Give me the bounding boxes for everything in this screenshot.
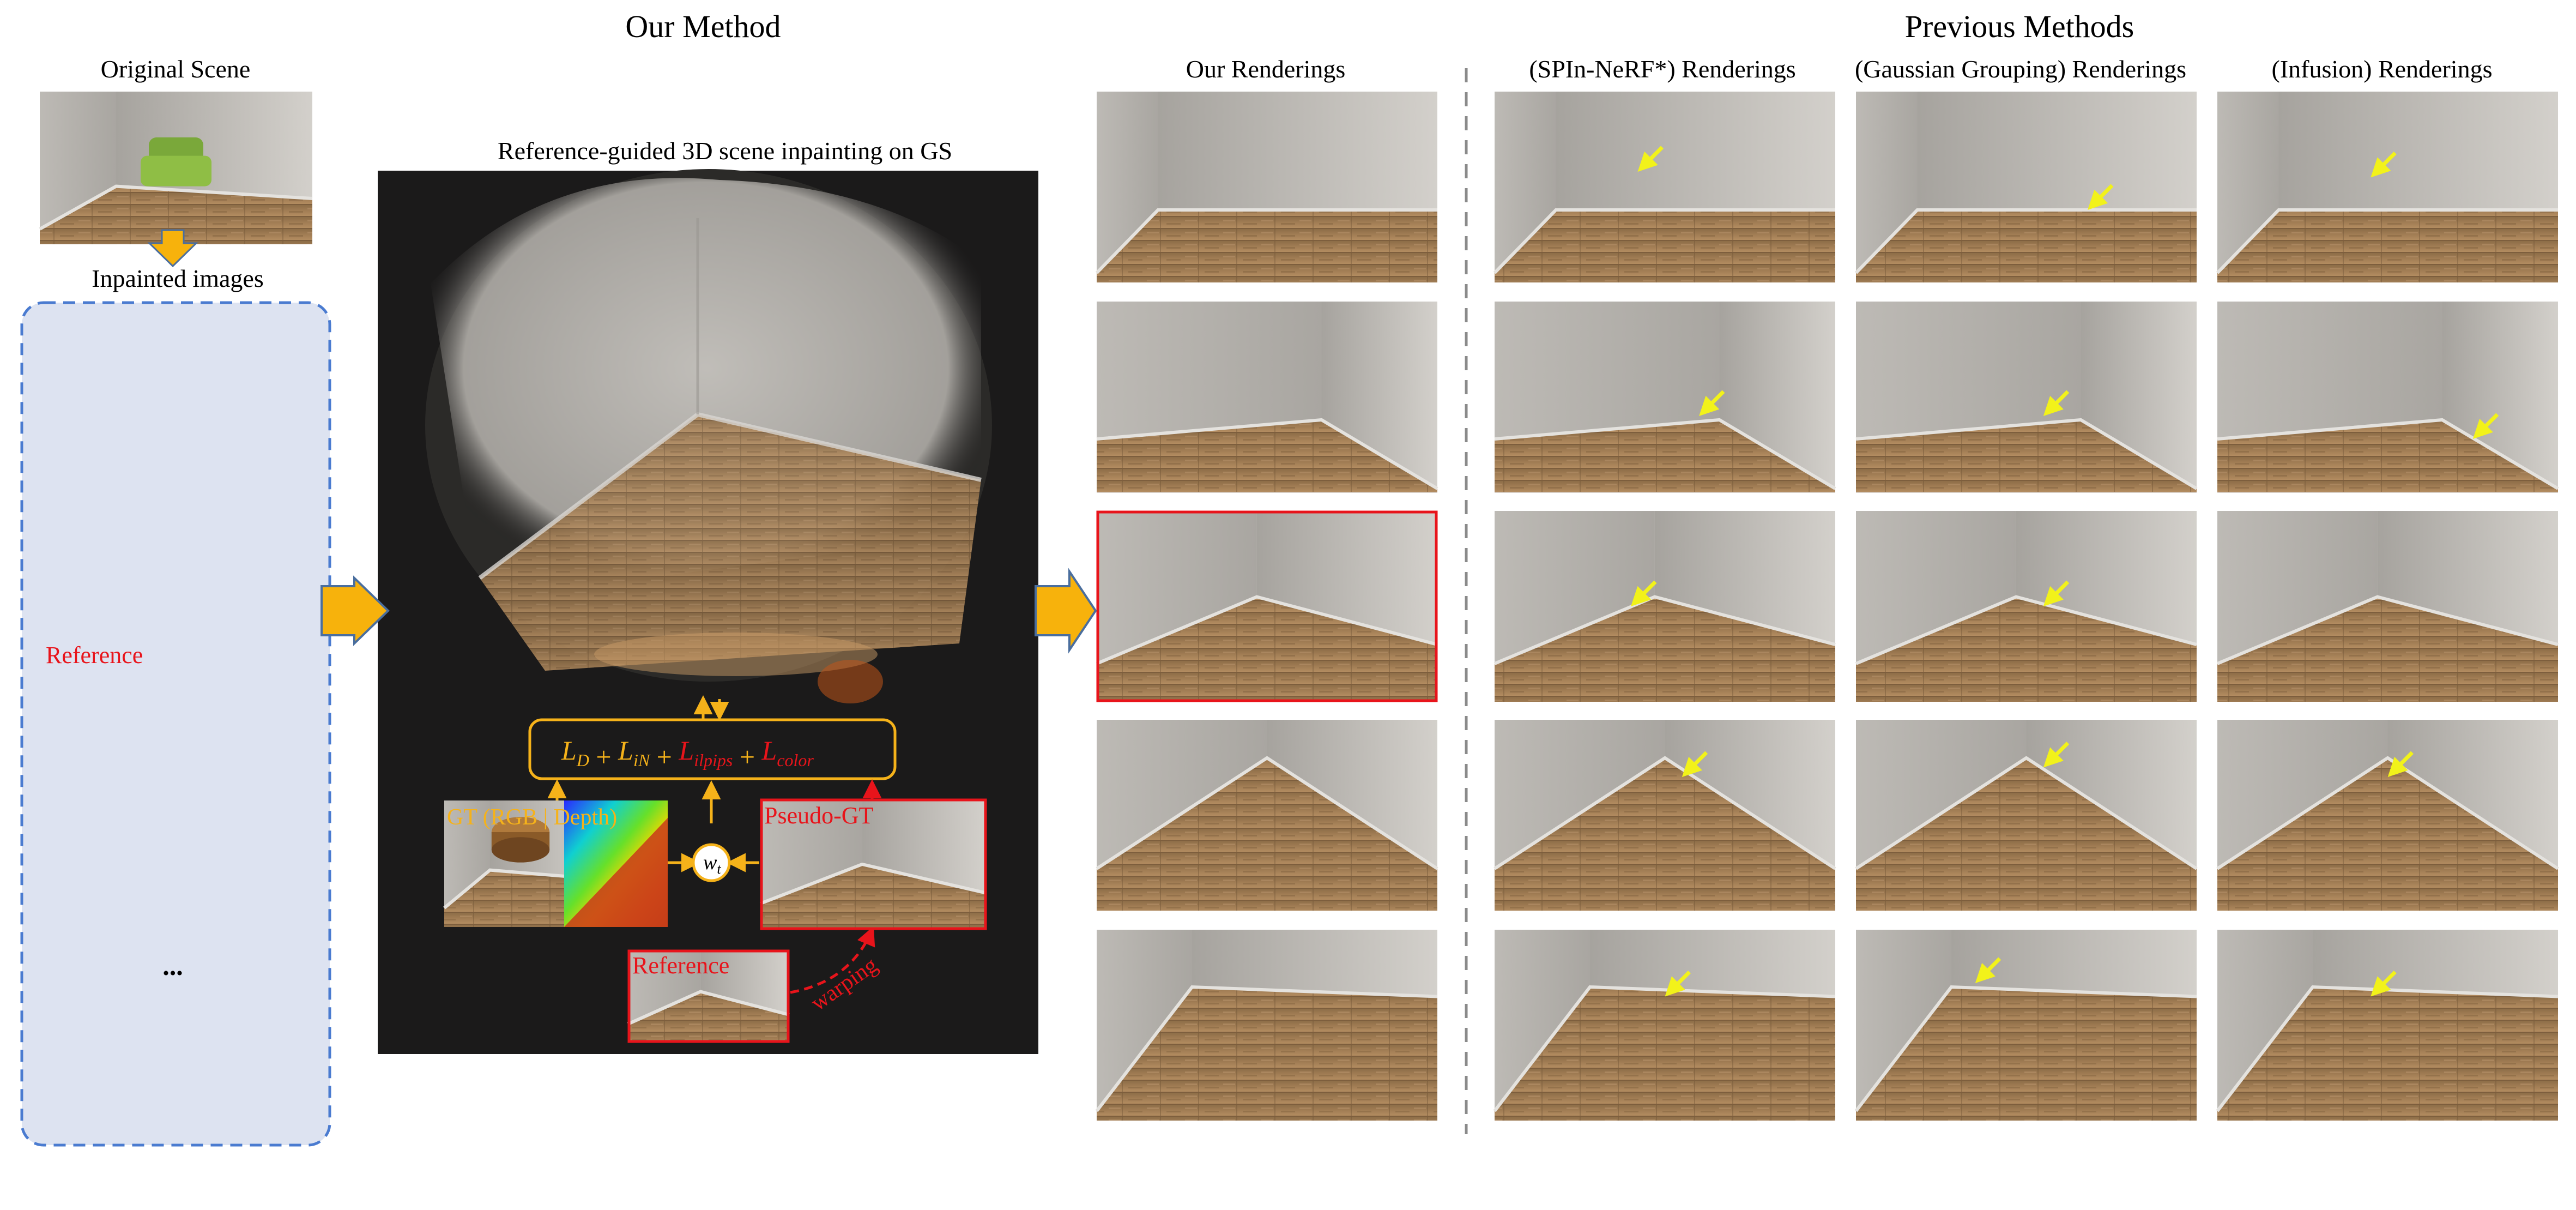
warping-arrow (790, 926, 875, 994)
rendering-col3-row0 (2216, 92, 2558, 282)
rendering-col2-row2 (1855, 511, 2197, 702)
label-pseudo-gt: Pseudo-GT (764, 802, 874, 829)
rendering-col0-row3 (1096, 720, 1438, 911)
rendering-col0-row4 (1095, 930, 1438, 1121)
weight-label: wt (703, 851, 721, 877)
reference-inner-image (627, 949, 790, 1043)
label-reference-left: Reference (46, 642, 143, 669)
gs-panel-title: Reference-guided 3D scene inpainting on … (498, 137, 952, 165)
rendering-col3-row1 (2217, 302, 2559, 492)
gs-splat-scene (425, 169, 992, 703)
rendering-col2-row4 (1854, 930, 2197, 1121)
header-our-method: Our Method (625, 9, 781, 44)
column-header-infusion: (Infusion) Renderings (2272, 55, 2493, 83)
ellipsis: ... (162, 950, 183, 981)
label-reference-inner: Reference (632, 952, 729, 979)
overlay-layer (443, 798, 987, 1043)
rendering-col1-row4 (1493, 930, 1836, 1121)
rendering-col1-row0 (1493, 92, 1835, 282)
rendering-col0-row1 (1096, 302, 1438, 492)
header-previous-methods: Previous Methods (1905, 9, 2134, 44)
weight-node (692, 843, 731, 882)
inpainted-images-panel (20, 301, 331, 1147)
rendering-col1-row1 (1494, 302, 1836, 492)
label-inpainted-images: Inpainted images (92, 264, 264, 292)
rendering-col0-row0 (1095, 92, 1437, 282)
rendering-col1-row2 (1493, 511, 1836, 702)
flow-arrow-left (321, 575, 390, 646)
rendering-col2-row1 (1855, 302, 2198, 492)
rendering-col1-row3 (1493, 720, 1836, 911)
loss-equation: LD + LiN + Lilpips + Lcolor (561, 735, 814, 772)
down-arrow-original (147, 229, 198, 268)
rendering-col2-row0 (1854, 92, 2197, 282)
original-scene-image (39, 92, 313, 244)
column-header-gaussian-grouping: (Gaussian Grouping) Renderings (1855, 55, 2186, 83)
column-header-ours: Our Renderings (1186, 55, 1346, 83)
column-header-spinnerf: (SPIn-NeRF*) Renderings (1529, 55, 1795, 83)
rendering-col3-row2 (2216, 511, 2559, 702)
pseudo-gt-image (759, 798, 987, 930)
label-original-scene: Original Scene (101, 55, 251, 83)
rendering-col3-row3 (2216, 720, 2559, 911)
label-gt: GT (RGB | Depth) (447, 805, 617, 830)
rendering-col0-row2 (1096, 510, 1438, 702)
rendering-col2-row3 (1855, 720, 2198, 911)
flow-arrow-right (1035, 568, 1097, 654)
rendering-col3-row4 (2216, 930, 2559, 1121)
